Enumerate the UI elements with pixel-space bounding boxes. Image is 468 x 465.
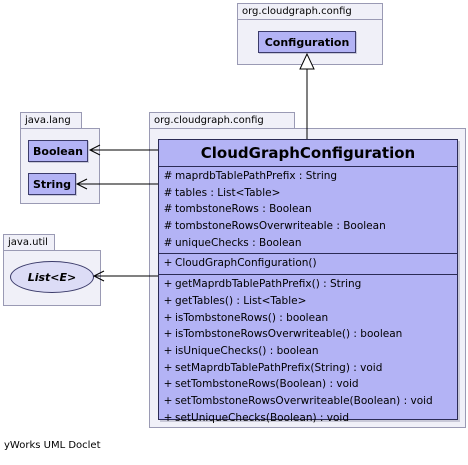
package-java-util-tab: java.util	[3, 234, 55, 250]
class-string[interactable]: String	[28, 173, 76, 195]
method-row: +setTombstoneRowsOverwriteable(Boolean) …	[159, 393, 457, 410]
method-text: setTombstoneRows(Boolean) : void	[175, 378, 359, 391]
method-row: +isUniqueChecks() : boolean	[159, 343, 457, 360]
constructors-section: +CloudGraphConfiguration()	[159, 254, 457, 276]
field-text: uniqueChecks : Boolean	[175, 236, 302, 249]
method-text: isTombstoneRowsOverwriteable() : boolean	[175, 328, 403, 341]
visibility-marker: #	[163, 203, 173, 216]
visibility-marker: +	[163, 411, 173, 424]
method-row: +getMaprdbTablePathPrefix() : String	[159, 276, 457, 293]
dependency-arrowhead-string	[75, 178, 88, 190]
field-text: tables : List<Table>	[175, 186, 281, 199]
method-text: setTombstoneRowsOverwriteable(Boolean) :…	[175, 394, 433, 407]
constructor-row: +CloudGraphConfiguration()	[159, 255, 457, 272]
visibility-marker: +	[163, 257, 173, 270]
field-row: #tombstoneRowsOverwriteable : Boolean	[159, 218, 457, 235]
method-row: +setMaprdbTablePathPrefix(String) : void	[159, 360, 457, 377]
field-row: #tombstoneRows : Boolean	[159, 201, 457, 218]
field-text: tombstoneRows : Boolean	[175, 203, 312, 216]
method-text: setMaprdbTablePathPrefix(String) : void	[175, 361, 383, 374]
class-title: CloudGraphConfiguration	[159, 140, 457, 167]
class-configuration[interactable]: Configuration	[258, 31, 356, 53]
method-row: +isTombstoneRows() : boolean	[159, 310, 457, 327]
visibility-marker: +	[163, 344, 173, 357]
dependency-arrowhead-boolean	[88, 144, 101, 156]
package-config-top-tab: org.cloudgraph.config	[237, 3, 383, 19]
method-text: setUniqueChecks(Boolean) : void	[175, 411, 349, 424]
methods-section: +getMaprdbTablePathPrefix() : String +ge…	[159, 275, 457, 428]
field-row: #tables : List<Table>	[159, 185, 457, 202]
constructor-text: CloudGraphConfiguration()	[175, 257, 317, 270]
field-row: #uniqueChecks : Boolean	[159, 235, 457, 252]
dependency-arrowhead-list	[92, 270, 105, 282]
visibility-marker: +	[163, 294, 173, 307]
package-config-main-tab: org.cloudgraph.config	[149, 112, 295, 128]
visibility-marker: #	[163, 220, 173, 233]
method-text: isTombstoneRows() : boolean	[175, 311, 329, 324]
visibility-marker: #	[163, 236, 173, 249]
inheritance-arrowhead	[299, 52, 315, 70]
field-row: #maprdbTablePathPrefix : String	[159, 168, 457, 185]
method-text: isUniqueChecks() : boolean	[175, 344, 319, 357]
footer-credit: yWorks UML Doclet	[4, 440, 101, 451]
method-row: +setTombstoneRows(Boolean) : void	[159, 376, 457, 393]
method-row: +setUniqueChecks(Boolean) : void	[159, 410, 457, 427]
class-cloudgraphconfiguration[interactable]: CloudGraphConfiguration #maprdbTablePath…	[158, 139, 458, 424]
method-text: getMaprdbTablePathPrefix() : String	[175, 278, 362, 291]
visibility-marker: +	[163, 311, 173, 324]
visibility-marker: +	[163, 328, 173, 341]
visibility-marker: +	[163, 378, 173, 391]
field-text: tombstoneRowsOverwriteable : Boolean	[175, 220, 386, 233]
interface-list[interactable]: List<E>	[10, 261, 94, 293]
visibility-marker: +	[163, 361, 173, 374]
field-text: maprdbTablePathPrefix : String	[175, 170, 338, 182]
fields-section: #maprdbTablePathPrefix : String #tables …	[159, 167, 457, 255]
class-boolean[interactable]: Boolean	[28, 140, 88, 162]
method-text: getTables() : List<Table>	[175, 294, 307, 307]
visibility-marker: +	[163, 278, 173, 291]
visibility-marker: +	[163, 394, 173, 407]
visibility-marker: #	[163, 170, 173, 182]
method-row: +isTombstoneRowsOverwriteable() : boolea…	[159, 326, 457, 343]
method-row: +getTables() : List<Table>	[159, 293, 457, 310]
package-java-lang-tab: java.lang	[20, 112, 82, 128]
visibility-marker: #	[163, 186, 173, 199]
